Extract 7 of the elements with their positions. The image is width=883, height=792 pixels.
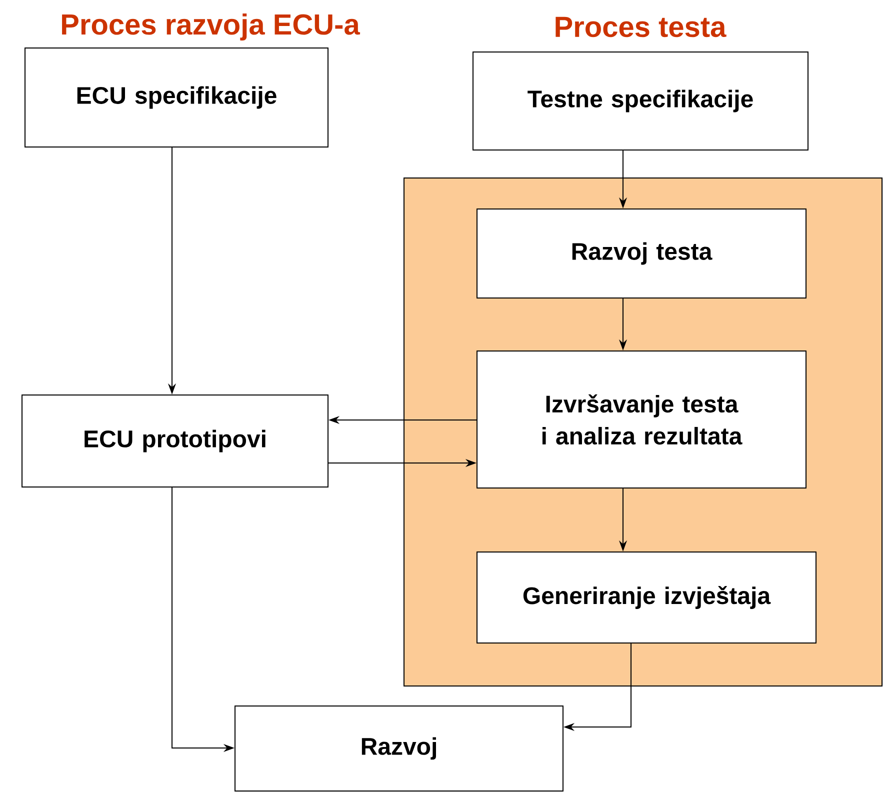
process-box: ECU specifikacije xyxy=(24,48,328,148)
process-box: Razvoj xyxy=(234,706,564,792)
process-box: Testne specifikacije xyxy=(472,52,808,150)
process-box: Razvoj testa xyxy=(476,208,806,298)
process-box: ECU prototipovi xyxy=(22,394,328,488)
process-box: Generiranje izvještaja xyxy=(476,552,816,644)
process-box: Izvršavanje testa i analiza rezultata xyxy=(476,350,806,488)
